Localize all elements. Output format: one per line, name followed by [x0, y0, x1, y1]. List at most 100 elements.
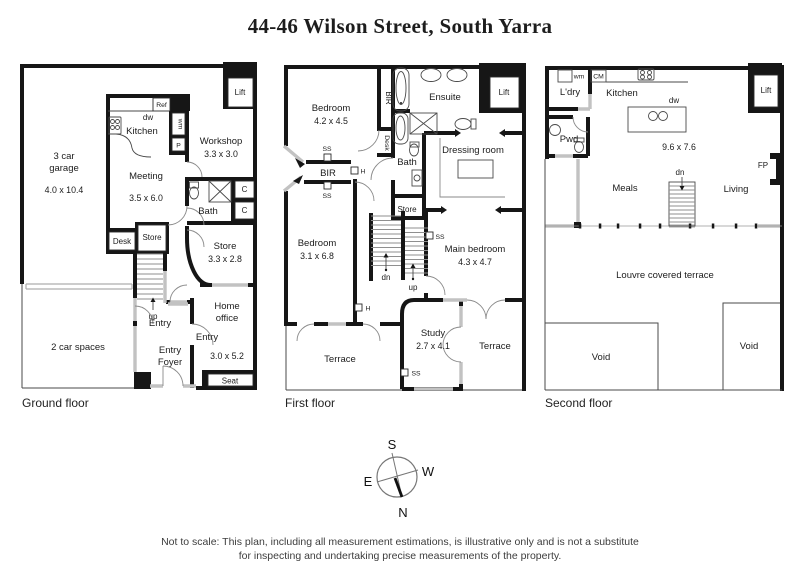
- closet-surround-wm-p: [168, 94, 190, 111]
- vanity-icon: [411, 169, 423, 187]
- terrace-edges: [544, 159, 782, 391]
- meeting-label: Meeting: [129, 171, 163, 182]
- meals-label: Meals: [612, 183, 638, 194]
- lift-label: Lift: [235, 88, 246, 97]
- wardrobe-lines: [439, 138, 505, 198]
- burner-icon: [640, 70, 645, 75]
- wm-box: [171, 112, 186, 136]
- ensuite-label: Ensuite: [429, 92, 461, 103]
- c-box-top: [234, 180, 255, 199]
- toilet-icon: [454, 118, 472, 130]
- main-bedroom-label: Main bedroom: [445, 244, 506, 255]
- c-box-bottom: [234, 201, 255, 220]
- compass-south: S: [388, 437, 397, 452]
- lift-box: [753, 74, 779, 108]
- ss-box: [323, 181, 332, 190]
- fp-label: FP: [758, 161, 768, 170]
- floor-plan-second: wm CM L'dry Kitchen dw Lift Pwd 9.6 x 7.…: [544, 63, 784, 391]
- dn-dot-icon: [384, 268, 388, 272]
- bathtub2-basin-icon: [395, 115, 406, 141]
- garage-dim: 4.0 x 10.4: [45, 185, 84, 195]
- void-left-outline: [545, 322, 659, 390]
- store-dim: 3.3 x 2.8: [208, 254, 242, 264]
- up-arrowhead-icon: [410, 263, 416, 268]
- void-left-label: Void: [592, 352, 611, 363]
- compass-circle: [376, 456, 418, 498]
- h-box: [350, 166, 359, 175]
- compass-north: N: [398, 505, 407, 520]
- home-office-label: Home: [214, 301, 239, 312]
- bir-label: BIR: [320, 168, 336, 179]
- dressing-island: [457, 159, 494, 179]
- foyer-corner: [134, 372, 151, 389]
- vanity-bowl-icon: [413, 174, 421, 182]
- stove-icon: [108, 116, 122, 135]
- basin-icon: [549, 124, 561, 136]
- burner-icon: [115, 119, 120, 124]
- bathtub-basin-icon: [395, 71, 407, 105]
- floor-plan-first: Bedroom 4.2 x 4.5 BIR Desk Ensuite Lift …: [283, 63, 526, 391]
- kitchen-counter: [108, 110, 153, 158]
- lift-box: [489, 76, 520, 109]
- store-nook-label: Store: [142, 233, 162, 242]
- openings: [545, 94, 780, 228]
- ref-label: Ref: [156, 102, 167, 109]
- bath-label: Bath: [397, 157, 417, 168]
- car-spaces-label: 2 car spaces: [51, 342, 105, 353]
- wm-label: wm: [177, 118, 184, 130]
- door-arcs: [134, 161, 214, 387]
- main-bedroom-dim: 4.3 x 4.7: [458, 257, 492, 267]
- shower-x-icon: [208, 180, 232, 203]
- void-right-outline: [722, 302, 780, 390]
- dn-label: dn: [676, 168, 685, 177]
- cm-label: CM: [593, 74, 604, 81]
- store-label: Store: [214, 241, 237, 252]
- up-arrowhead-icon: [150, 297, 156, 302]
- floor-label-first: First floor: [285, 396, 336, 410]
- sink-icon: [658, 111, 668, 121]
- study-label: Study: [421, 328, 446, 339]
- h-label: H: [361, 169, 366, 176]
- ss-box: [323, 153, 332, 162]
- island-bench: [627, 106, 687, 133]
- drain-icon: [400, 102, 402, 104]
- floor-label-ground: Ground floor: [22, 396, 89, 410]
- living-dim: 9.6 x 7.6: [662, 142, 696, 152]
- walls: [284, 65, 526, 391]
- burner-icon: [110, 125, 115, 130]
- entry2-label: Entry: [196, 332, 218, 343]
- up-label: up: [409, 283, 418, 292]
- stair-treads: [137, 253, 163, 300]
- desk-label: Desk: [383, 135, 390, 151]
- pwd-label: Pwd: [560, 134, 578, 145]
- wm-box: [557, 69, 573, 83]
- floor-plan-ground: 3 car garage 4.0 x 10.4 dw Kitchen Ref w…: [20, 62, 257, 390]
- compass-needle-icon: [393, 477, 404, 498]
- toilet-icon: [189, 186, 199, 200]
- cm-box: [590, 69, 607, 83]
- h-label: H: [366, 306, 371, 313]
- bedroom1-dim: 4.2 x 4.5: [314, 116, 348, 126]
- void-right-label: Void: [740, 341, 759, 352]
- lift-box: [227, 77, 254, 108]
- kitchen-label: Kitchen: [606, 88, 638, 99]
- openings: [133, 271, 248, 388]
- burner-icon: [110, 119, 115, 124]
- door-arcs: [572, 116, 589, 133]
- up-label: up: [149, 312, 158, 321]
- h-box: [354, 303, 363, 312]
- openings: [283, 144, 467, 391]
- store-nook-box: [137, 224, 167, 252]
- ss-label: SS: [322, 193, 332, 200]
- desk-label: Desk: [113, 237, 132, 246]
- ref-box: [152, 97, 171, 112]
- opening-ticks: [441, 129, 505, 214]
- glass-ticks: [578, 223, 758, 229]
- fireplace-icon: [770, 153, 784, 185]
- pantry-box: [171, 137, 186, 152]
- terrace-right-label: Terrace: [479, 341, 511, 352]
- terrace-edges: [285, 326, 522, 391]
- meeting-dim: 3.5 x 6.0: [129, 193, 163, 203]
- stair-treads: [371, 215, 428, 274]
